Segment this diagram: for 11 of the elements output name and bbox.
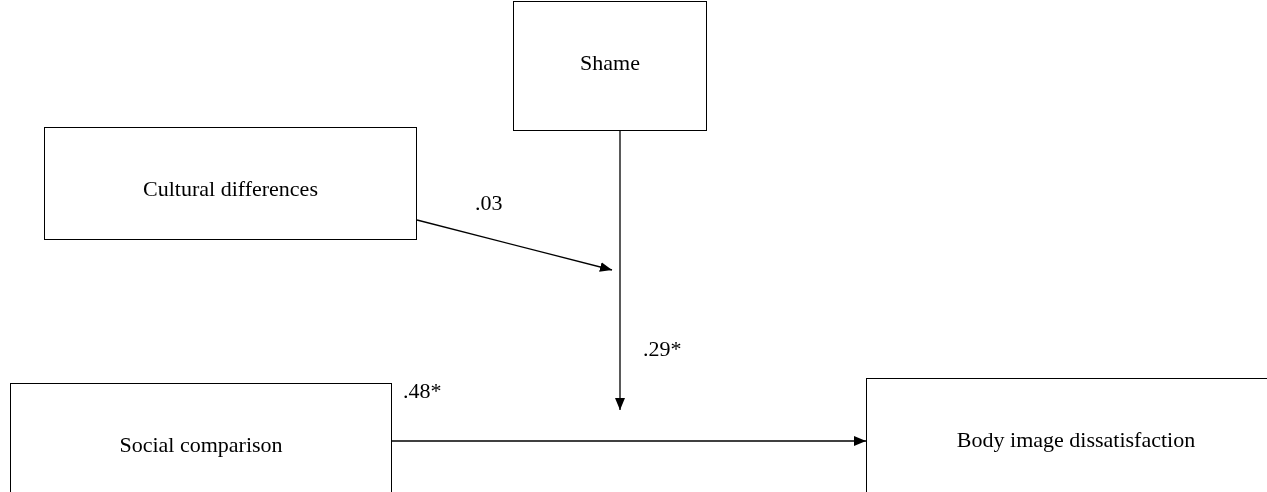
variable-label: Body image dissatisfaction bbox=[956, 426, 1196, 454]
variable-box bbox=[866, 378, 1267, 492]
variable-box bbox=[44, 127, 417, 240]
variable-label: Social comparison bbox=[119, 431, 283, 459]
variable-label: Shame bbox=[580, 49, 640, 77]
arrow bbox=[416, 219, 613, 272]
variable-box bbox=[10, 383, 392, 492]
variable-label: Cultural differences bbox=[143, 175, 318, 203]
arrow bbox=[615, 130, 625, 411]
variable-box bbox=[513, 1, 707, 131]
arrow bbox=[391, 436, 867, 446]
